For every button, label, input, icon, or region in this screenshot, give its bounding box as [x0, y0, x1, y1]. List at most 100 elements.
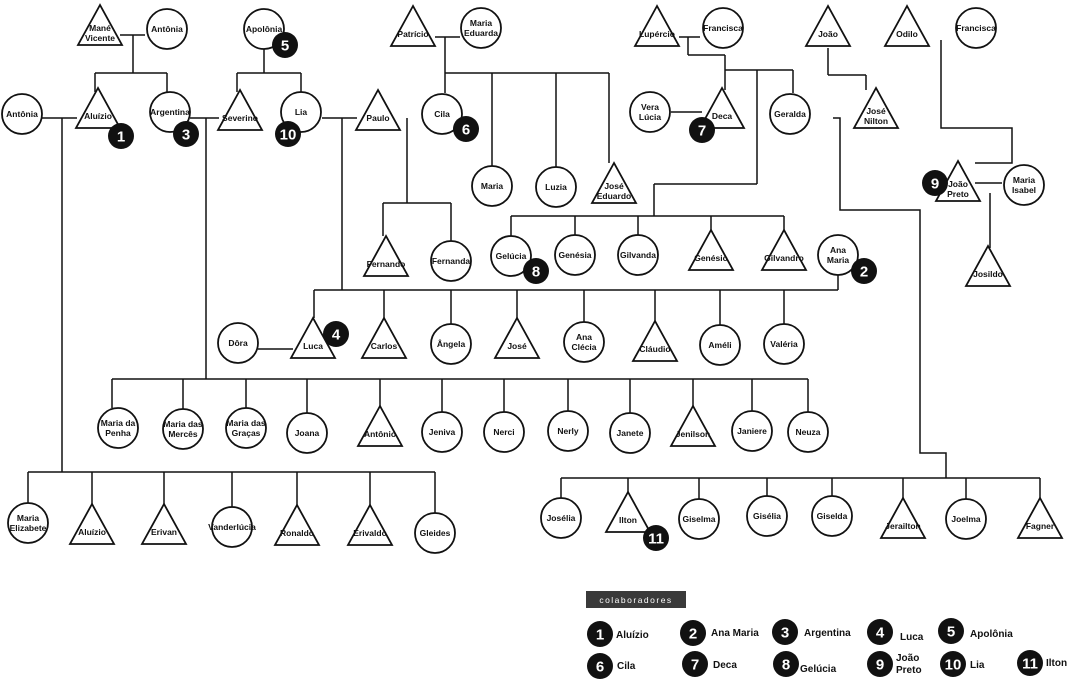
- person-name: Aluízio: [84, 111, 112, 121]
- person-ilton: Ilton: [604, 490, 652, 533]
- male-triangle-icon: [140, 502, 188, 545]
- male-triangle-icon: [804, 4, 852, 47]
- person-name-line: Eduarda: [464, 28, 498, 38]
- person-nerly: Nerly: [547, 410, 589, 452]
- legend-badge-disc: [867, 651, 893, 677]
- person-name: Nerly: [557, 426, 579, 436]
- person-name: Valéria: [770, 339, 798, 349]
- female-circle-icon: [763, 323, 805, 365]
- person-name-line: Maria: [1013, 175, 1035, 185]
- person-name-line: Preto: [947, 189, 969, 199]
- badge-apolonia: 5: [272, 32, 298, 58]
- legend-number: 3: [781, 625, 789, 642]
- connector-lines: [27, 34, 1041, 513]
- person-paulo: Paulo: [354, 88, 402, 131]
- person-joao: João: [804, 4, 852, 47]
- female-circle-icon: [211, 506, 253, 548]
- person-name: Antônia: [6, 109, 38, 119]
- female-circle-icon: [490, 235, 532, 277]
- person-geralda: Geralda: [769, 93, 811, 135]
- legend-number: 10: [945, 657, 962, 674]
- person-francisca-2: Francisca: [955, 7, 997, 49]
- badge-number: 9: [931, 176, 939, 193]
- badge-luca: 4: [323, 321, 349, 347]
- person-name: Gleides: [420, 528, 451, 538]
- person-name: Francisca: [703, 23, 743, 33]
- person-name: Janete: [617, 428, 644, 438]
- badge-joao-preto: 9: [922, 170, 948, 196]
- person-erivan: Erivan: [140, 502, 188, 545]
- badge-number: 6: [462, 122, 470, 139]
- person-name: Gelúcia: [496, 251, 527, 261]
- person-jeniva: Jeniva: [421, 411, 463, 453]
- person-name: Gilvanda: [620, 250, 656, 260]
- legend-number: 8: [782, 657, 790, 674]
- person-name-line: Clécia: [571, 342, 596, 352]
- person-name: Ângela: [437, 338, 466, 349]
- male-triangle-icon: [493, 316, 541, 359]
- person-joelma: Joelma: [945, 498, 987, 540]
- female-circle-icon: [945, 498, 987, 540]
- badge-deca: 7: [689, 117, 715, 143]
- legend-name: Ilton: [1046, 658, 1067, 669]
- person-name: Ronaldo: [280, 528, 314, 538]
- female-circle-icon: [554, 234, 596, 276]
- person-name: Dôra: [228, 338, 248, 348]
- female-circle-icon: [225, 407, 267, 449]
- person-name-line: José: [866, 106, 886, 116]
- person-fernando: Fernando: [362, 234, 410, 277]
- person-name: Janiere: [737, 426, 767, 436]
- male-triangle-icon: [687, 228, 735, 271]
- female-circle-icon: [414, 512, 456, 554]
- person-name: Maria: [481, 181, 503, 191]
- female-circle-icon: [460, 7, 502, 49]
- female-circle-icon: [817, 234, 859, 276]
- person-name: Gilvandro: [764, 253, 804, 263]
- person-ameli: Améli: [699, 324, 741, 366]
- person-name-line: Maria da: [101, 418, 136, 428]
- person-name: Nerci: [493, 427, 514, 437]
- male-triangle-icon: [76, 3, 124, 46]
- male-triangle-icon: [354, 88, 402, 131]
- legend-number: 9: [876, 657, 884, 674]
- person-name-line: Maria das: [226, 418, 265, 428]
- badge-aluizio: 1: [108, 123, 134, 149]
- legend-name: Lia: [970, 660, 985, 671]
- person-name: Apolônia: [246, 24, 283, 34]
- person-dora: Dôra: [217, 322, 259, 364]
- person-fagner: Fagner: [1016, 496, 1064, 539]
- female-circle-icon: [146, 8, 188, 50]
- male-triangle-icon: [760, 228, 808, 271]
- legend-number: 6: [596, 659, 604, 676]
- person-name: Joana: [295, 428, 320, 438]
- person-gelucia: Gelúcia: [490, 235, 532, 277]
- person-name-line: Elizabete: [10, 523, 47, 533]
- male-triangle-icon: [68, 502, 116, 545]
- legend-number: 2: [689, 626, 697, 643]
- person-vanderlucia: Vanderlúcia: [208, 506, 256, 548]
- legend-name-line: João: [896, 653, 919, 664]
- person-gleides: Gleides: [414, 512, 456, 554]
- legend-badge-disc: [773, 651, 799, 677]
- person-antonia-left: Antônia: [1, 93, 43, 135]
- person-name: Jenilson: [676, 429, 710, 439]
- person-name: Antônio: [364, 429, 396, 439]
- male-triangle-icon: [879, 496, 927, 539]
- person-giselda: Giselda: [811, 495, 853, 537]
- person-name: Argentina: [150, 107, 190, 117]
- person-carlos: Carlos: [360, 316, 408, 359]
- badge-number: 7: [698, 123, 706, 140]
- person-argentina: Argentina: [149, 91, 191, 133]
- female-circle-icon: [162, 408, 204, 450]
- female-circle-icon: [430, 323, 472, 365]
- female-circle-icon: [617, 234, 659, 276]
